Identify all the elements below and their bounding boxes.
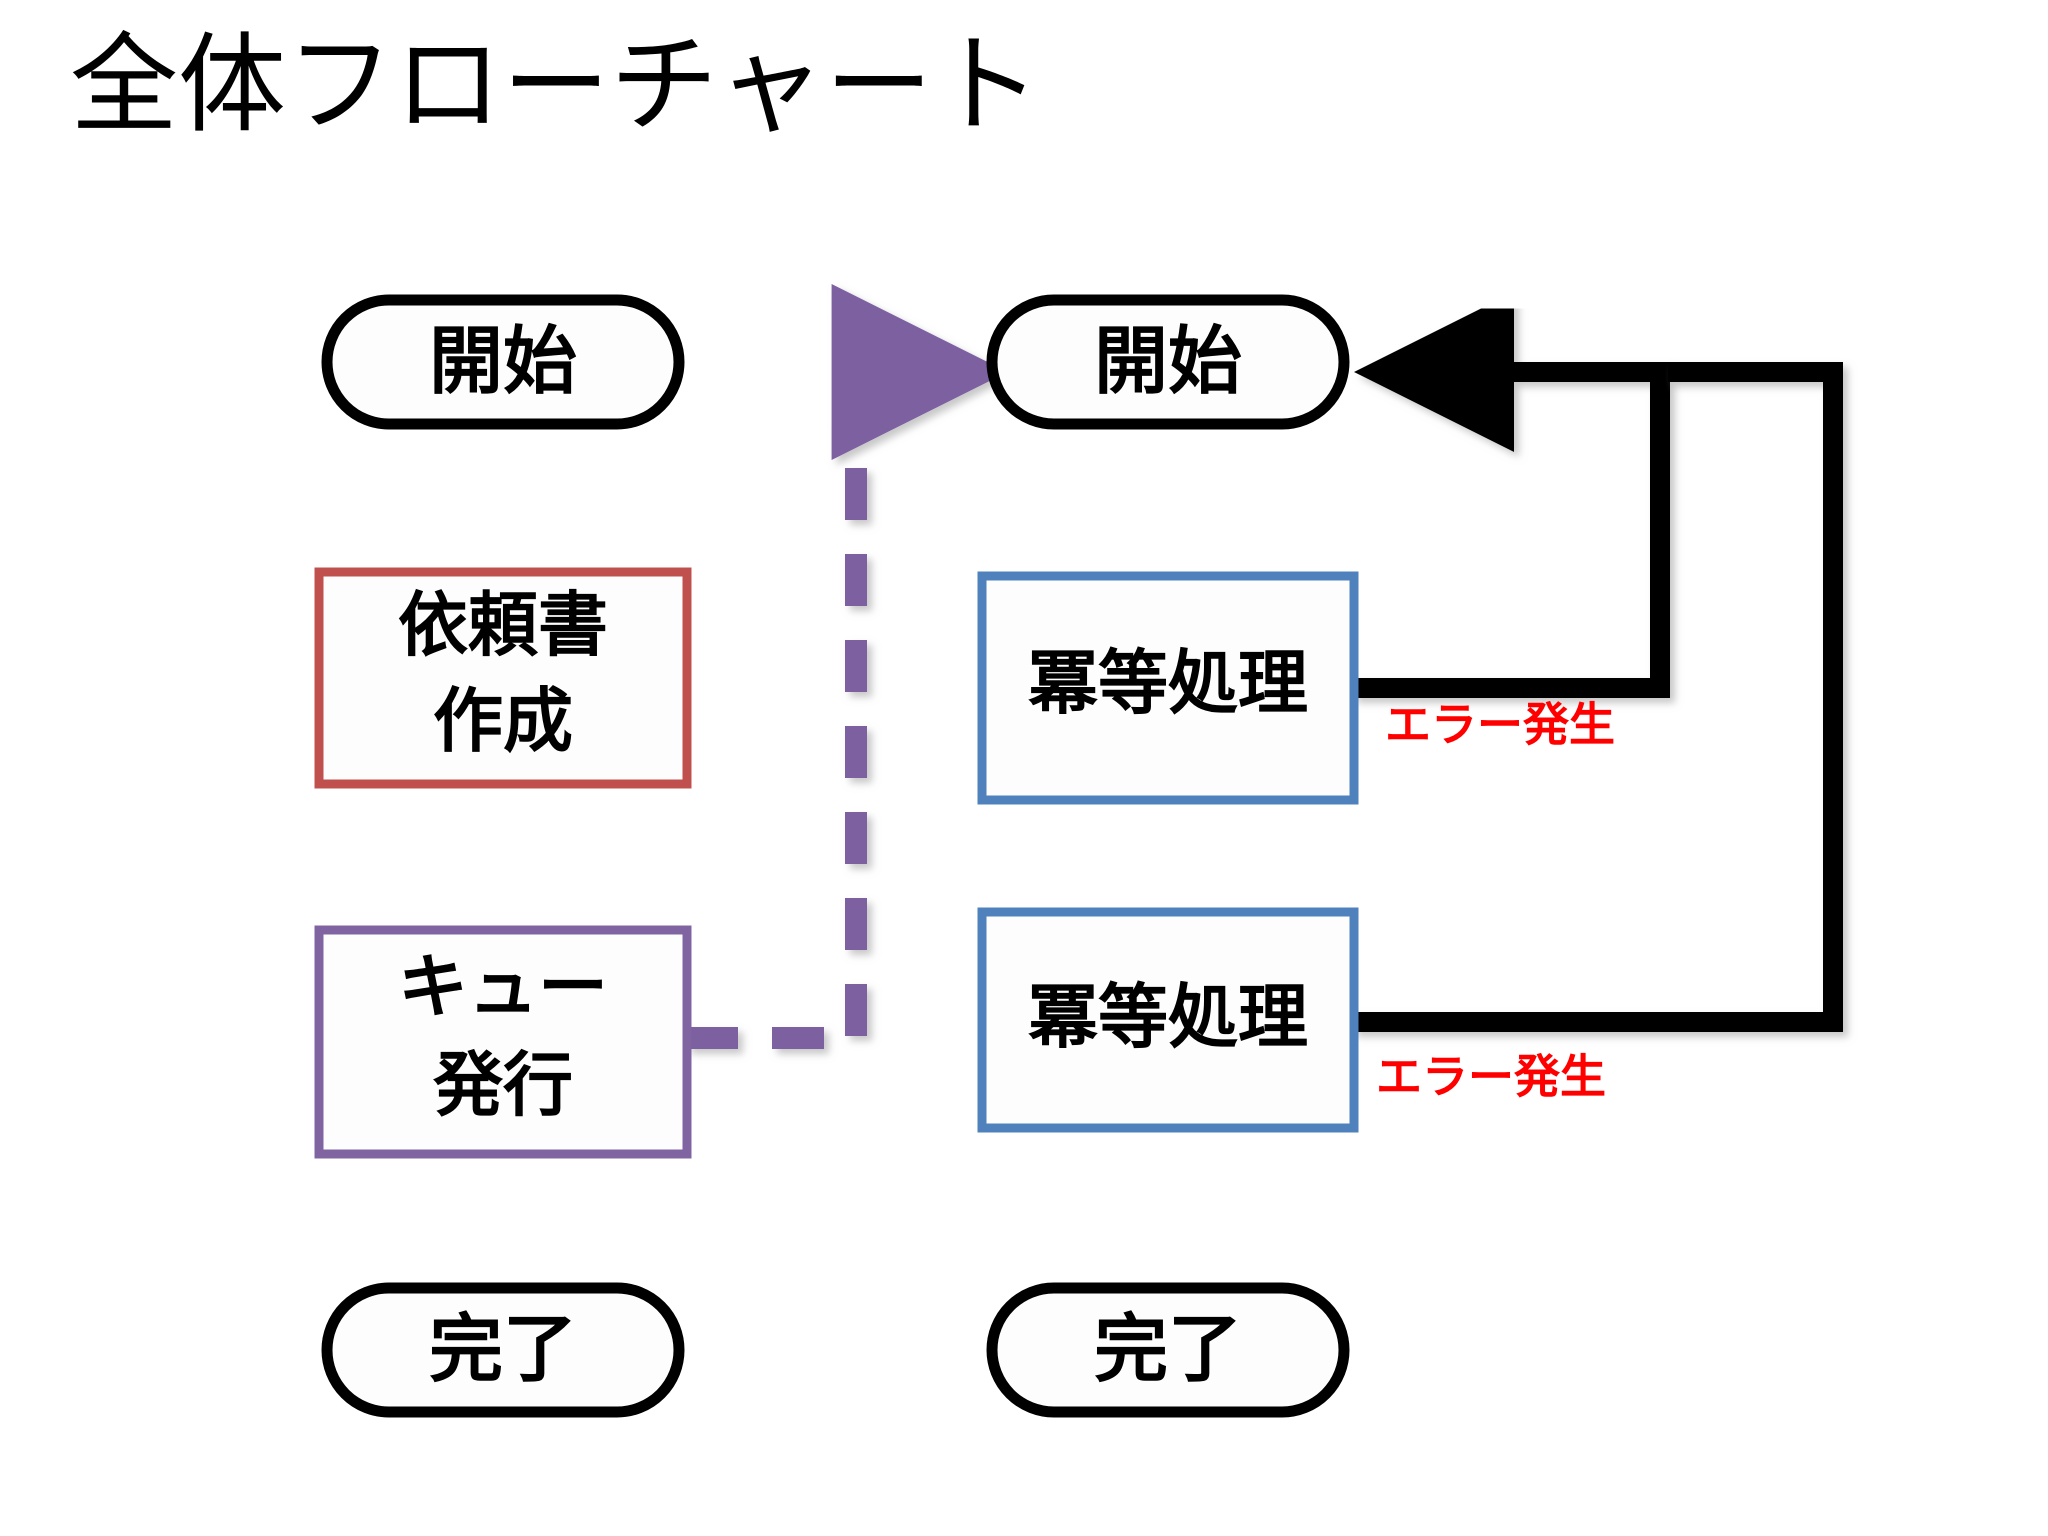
page-title: 全体フローチャート [70,23,1041,148]
process-shape [977,571,1359,805]
node-left-request-line2: 作成 [433,680,573,762]
terminal-shape [986,1282,1350,1418]
terminal-shape [986,294,1350,430]
node-left-request-line1: 依頼書 [398,584,608,666]
edge-error-loop-outer [1352,362,1843,1032]
node-left-request[interactable]: 依頼書 作成 [314,567,692,789]
node-left-end[interactable]: 完了 [321,1282,685,1418]
error-label-inner: エラー発生 [1385,698,1615,752]
node-left-queue-line2: 発行 [433,1044,573,1126]
node-left-start[interactable]: 開始 [321,294,685,430]
node-right-idem2-label: 冪等処理 [1028,976,1308,1058]
process-shape [314,567,692,789]
process-shape [977,907,1359,1133]
node-right-start-label: 開始 [1094,319,1242,405]
node-right-end[interactable]: 完了 [986,1282,1350,1418]
node-right-start[interactable]: 開始 [986,294,1350,430]
node-left-queue-line1: キュー [398,946,608,1028]
node-left-end-label: 完了 [429,1307,577,1393]
edge-queue-to-right-start [686,284,1008,1049]
process-shape [314,925,692,1159]
node-right-end-label: 完了 [1094,1307,1242,1393]
node-right-idem1-label: 冪等処理 [1028,642,1308,724]
terminal-shape [321,1282,685,1418]
node-right-idem1[interactable]: 冪等処理 [977,571,1359,805]
error-label-outer: エラー発生 [1376,1050,1606,1104]
node-left-start-label: 開始 [429,319,577,405]
node-left-queue[interactable]: キュー 発行 [314,925,692,1159]
edge-error-loop-inner [1352,292,1670,698]
node-right-idem2[interactable]: 冪等処理 [977,907,1359,1133]
terminal-shape [321,294,685,430]
